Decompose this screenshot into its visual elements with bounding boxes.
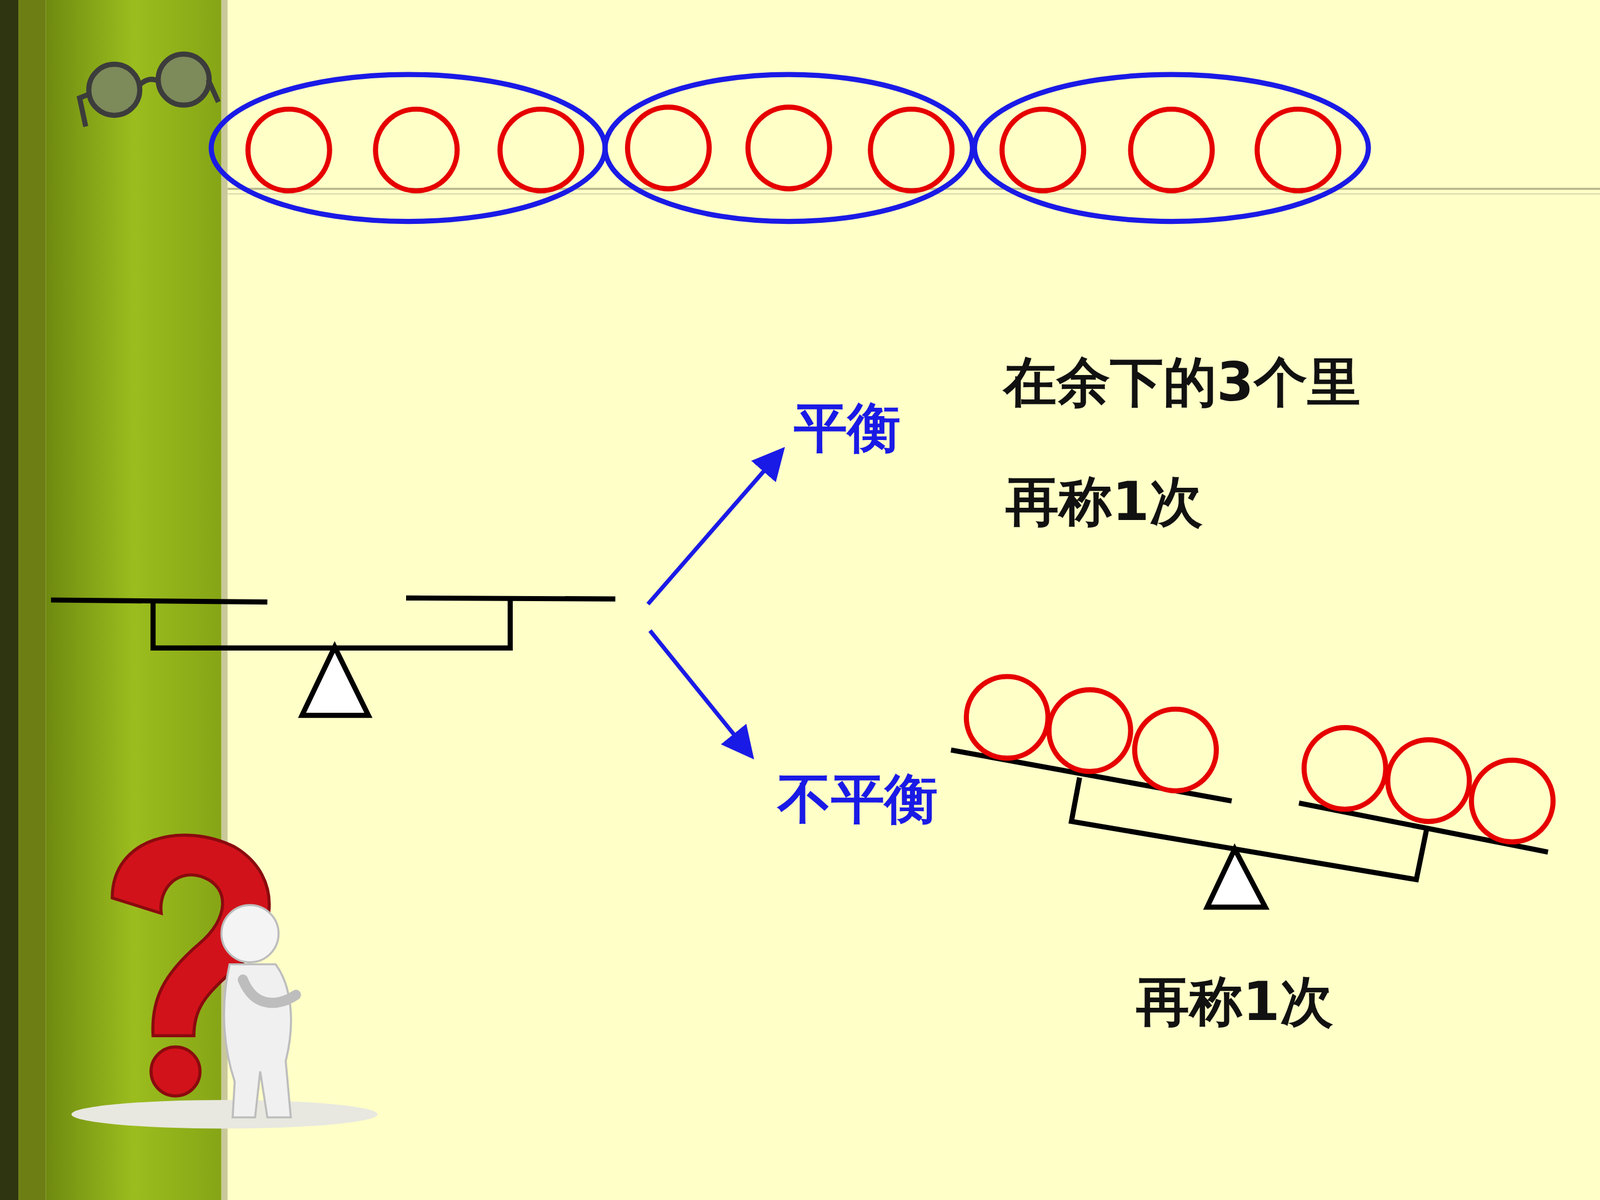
glasses-icon [79, 53, 219, 127]
branch-arrows [647, 453, 780, 754]
note-text: 再称1次 [1005, 472, 1203, 532]
thinking-figure [71, 835, 378, 1129]
balance-scale [51, 597, 616, 715]
note-text: 再称1次 [1136, 972, 1334, 1032]
coin-groups [211, 74, 1369, 222]
branch-label: 不平衡 [777, 770, 938, 829]
note-text: 在余下的3个里 [1003, 353, 1361, 413]
branch-label: 平衡 [793, 398, 901, 458]
tilted-scale [951, 676, 1554, 908]
